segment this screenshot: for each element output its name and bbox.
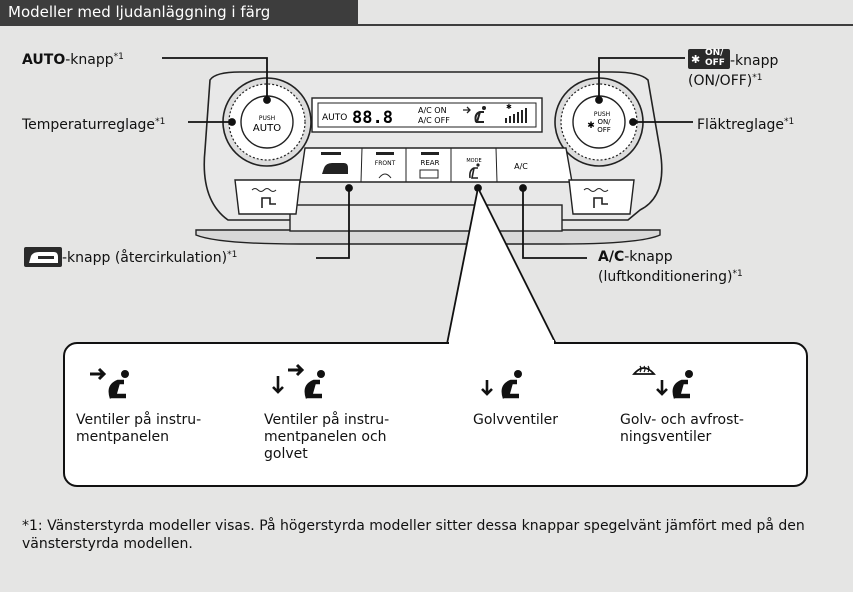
- footnote-ref: *1: [732, 269, 743, 279]
- mode-dashboard-vents: Ventiler på instru-mentpanelen: [76, 360, 246, 446]
- footnote-ref: *1: [227, 250, 238, 260]
- display-auto-text: AUTO: [322, 113, 347, 123]
- right-seat-heater: [568, 179, 635, 215]
- mode-label: Ventiler på instru-mentpanelen: [76, 412, 202, 445]
- display-temp-text: 88.8: [352, 108, 393, 128]
- footnote-ref: *1: [784, 117, 795, 127]
- right-knob-on-text: ON/: [597, 118, 611, 126]
- mode-label: Ventiler på instru-mentpanelen och golve…: [264, 412, 390, 462]
- footnote-ref: *1: [113, 52, 124, 62]
- ac-button-text: A/C: [514, 162, 528, 171]
- front-defrost-text: FRONT: [375, 160, 396, 167]
- panel-lower-body: [289, 204, 563, 232]
- recirc-text: -knapp (återcirkulation): [62, 250, 228, 266]
- onoff-icon-bottom-text: OFF: [705, 58, 725, 68]
- recirculation-icon: [24, 247, 62, 267]
- arrow-down-seat-icon: [481, 370, 522, 399]
- temperature-knob: PUSH AUTO: [222, 77, 312, 167]
- fan-onoff-key-icon: ✱ ON/ OFF: [688, 49, 730, 69]
- right-knob-push-text: PUSH: [594, 111, 610, 118]
- mode-floor-defrost-vents: Golv- och avfrost-ningsventiler: [620, 360, 790, 446]
- fan-control-label: Fläktreglage*1: [697, 114, 794, 134]
- mode-label: Golv- och avfrost-ningsventiler: [620, 412, 744, 445]
- auto-button-label: AUTO-knapp*1: [22, 49, 124, 69]
- left-knob-auto-text: AUTO: [253, 123, 281, 134]
- ac-button-label: A/C-knapp (luftkonditionering)*1: [598, 249, 743, 286]
- mode-button-text: MODE: [466, 158, 481, 164]
- ac-line2-text: (luftkonditionering): [598, 269, 733, 285]
- right-knob-off-text: OFF: [597, 126, 611, 134]
- footnote-ref: *1: [752, 73, 763, 83]
- left-seat-heater: [234, 179, 301, 215]
- ac-bold-text: A/C: [598, 249, 625, 265]
- header-rule: [0, 24, 853, 26]
- climate-panel-illustration: PUSH AUTO PUSH ON/ OFF ✱ AUTO 88.8 A/C O…: [162, 57, 693, 259]
- rear-defrost-text: REAR: [421, 159, 440, 167]
- footnote-ref: *1: [155, 117, 166, 127]
- leader-lines: [162, 57, 693, 259]
- mode-dashboard-floor-vents: Ventiler på instru-mentpanelen och golve…: [264, 360, 434, 463]
- temperature-control-label: Temperaturreglage*1: [22, 114, 165, 134]
- left-knob-push-text: PUSH: [259, 115, 275, 122]
- recirculation-button-label: -knapp (återcirkulation)*1: [24, 247, 237, 267]
- button-row: FRONT REAR MODE A/C: [299, 147, 573, 183]
- mode-callout-box: [63, 342, 808, 487]
- display-ac-off-text: A/C OFF: [418, 116, 450, 125]
- onoff-line2-text: (ON/OFF): [688, 73, 753, 89]
- mode-label: Golvventiler: [473, 412, 558, 428]
- arrow-down-right-seat-icon: [272, 363, 325, 399]
- onoff-icon-top-text: ON/: [705, 48, 724, 58]
- ac-rest-text: -knapp: [624, 249, 673, 265]
- defrost-arrow-down-seat-icon: [632, 365, 693, 399]
- section-header: Modeller med ljudanläggning i färg: [0, 0, 358, 24]
- temp-text: Temperaturreglage: [22, 117, 156, 133]
- fan-text: Fläktreglage: [697, 117, 785, 133]
- svg-text:✱: ✱: [506, 103, 512, 111]
- onoff-button-label: ✱ ON/ OFF -knapp (ON/OFF)*1: [688, 49, 778, 90]
- auto-rest-text: -knapp: [65, 52, 114, 68]
- svg-text:✱: ✱: [587, 121, 595, 131]
- fan-knob: PUSH ON/ OFF ✱: [554, 77, 644, 167]
- climate-display: AUTO 88.8 A/C ON A/C OFF ✱: [311, 97, 543, 133]
- arrow-right-seat-icon: [90, 367, 129, 399]
- footnote: *1: Vänsterstyrda modeller visas. På hög…: [22, 518, 805, 552]
- onoff-line1-text: -knapp: [730, 53, 779, 69]
- display-ac-on-text: A/C ON: [418, 106, 447, 115]
- section-title: Modeller med ljudanläggning i färg: [8, 3, 271, 21]
- auto-bold-text: AUTO: [22, 52, 66, 68]
- mode-floor-vents: Golvventiler: [473, 360, 643, 429]
